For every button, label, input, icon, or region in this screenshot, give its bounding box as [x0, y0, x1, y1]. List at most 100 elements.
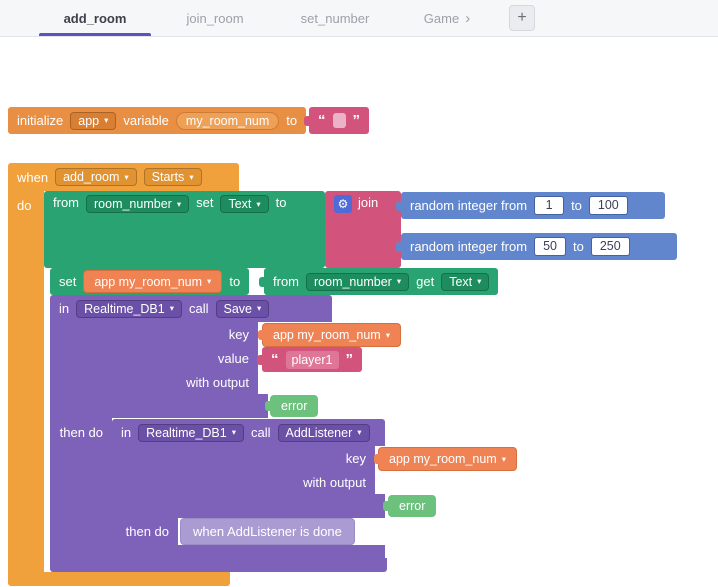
dropdown-arrow-icon: ▾: [477, 276, 482, 287]
param-label-with-output: with output: [186, 374, 249, 390]
tab-game[interactable]: Game ›: [395, 0, 499, 36]
dropdown-arrow-icon: ▾: [124, 171, 129, 182]
db-save-block-header[interactable]: in Realtime_DB1 ▾ call Save ▾: [50, 295, 332, 322]
set-variable-block[interactable]: set app my_room_num ▾ to: [50, 268, 250, 295]
random-integer-block[interactable]: random integer from 1 to 100: [401, 192, 665, 219]
param-row-with-output: with output: [112, 470, 375, 494]
addlistener-done-callback-block[interactable]: when AddListener is done: [180, 518, 355, 545]
empty-string-block[interactable]: “ ”: [309, 107, 369, 134]
dropdown-value: app my_room_num: [94, 274, 203, 289]
method-dropdown[interactable]: Save ▾: [215, 299, 270, 318]
dropdown-value: Text: [228, 197, 252, 211]
string-input-field[interactable]: player1: [285, 350, 339, 369]
param-label-key: key: [345, 450, 366, 466]
dropdown-arrow-icon: ▾: [176, 198, 182, 209]
param-row-key: key: [50, 322, 258, 346]
db-save-block-bottom: [50, 558, 387, 572]
db-save-block-body: key value with output: [50, 322, 258, 394]
keyword-do: do: [17, 198, 32, 213]
keyword-get: get: [416, 274, 435, 289]
component-dropdown[interactable]: Realtime_DB1 ▾: [76, 299, 182, 318]
random-integer-block[interactable]: random integer from 50 to 250: [401, 233, 677, 260]
dropdown-arrow-icon: ▾: [189, 171, 194, 182]
screen-tab-bar: add_room join_room set_number Game › +: [0, 0, 718, 37]
initialize-variable-block[interactable]: initialize app ▾ variable my_room_num to: [8, 107, 307, 134]
keyword-join: join: [358, 195, 379, 210]
param-row-value: value: [50, 346, 258, 370]
param-row-key: key: [112, 446, 375, 470]
mutator-gear-icon[interactable]: ⚙: [334, 195, 352, 213]
dropdown-value: room_number: [314, 274, 392, 289]
open-quote-icon: “: [318, 112, 326, 129]
active-tab-underline: [39, 33, 151, 36]
max-value-field[interactable]: 250: [590, 237, 630, 256]
dropdown-value: AddListener: [285, 425, 353, 440]
property-dropdown[interactable]: Text ▾: [441, 272, 490, 291]
tab-label: join_room: [186, 10, 244, 26]
variable-name-field[interactable]: my_room_num: [175, 111, 280, 130]
event-dropdown[interactable]: Starts ▾: [143, 168, 202, 186]
close-quote-icon: ”: [352, 112, 361, 129]
dropdown-arrow-icon: ▾: [396, 276, 402, 287]
dropdown-arrow-icon: ▾: [385, 329, 390, 340]
keyword-to: to: [286, 113, 298, 128]
keyword-call: call: [251, 425, 271, 440]
tab-label: Game: [423, 10, 460, 26]
dropdown-arrow-icon: ▾: [257, 303, 262, 314]
dropdown-arrow-icon: ▾: [104, 115, 109, 126]
output-variable-block[interactable]: error: [388, 495, 437, 517]
open-quote-icon: “: [271, 351, 279, 368]
tab-join-room[interactable]: join_room: [155, 0, 275, 36]
dropdown-value: room_number: [94, 197, 172, 211]
keyword-random-integer-from: random integer from: [410, 198, 528, 213]
screen-dropdown[interactable]: add_room ▾: [55, 168, 137, 186]
keyword-from: from: [273, 274, 299, 289]
when-screen-starts-block[interactable]: when add_room ▾ Starts ▾: [8, 163, 239, 191]
dropdown-value: app my_room_num: [273, 328, 381, 342]
variable-getter-block[interactable]: app my_room_num ▾: [262, 323, 401, 347]
min-value-field[interactable]: 50: [534, 237, 566, 256]
dropdown-arrow-icon: ▾: [207, 276, 212, 287]
min-value-field[interactable]: 1: [534, 196, 565, 215]
property-dropdown[interactable]: Text ▾: [220, 195, 269, 213]
dropdown-value: add_room: [63, 170, 120, 184]
keyword-when: when: [17, 169, 49, 185]
dropdown-value: Starts: [151, 170, 185, 184]
tab-label: set_number: [300, 10, 370, 26]
keyword-then-do: then do: [125, 524, 169, 539]
keyword-set: set: [196, 195, 214, 210]
add-screen-button[interactable]: +: [509, 5, 535, 31]
close-quote-icon: ”: [345, 351, 354, 368]
method-dropdown[interactable]: AddListener ▾: [277, 423, 370, 442]
callback-label: when AddListener is done: [193, 524, 342, 539]
keyword-in: in: [59, 301, 70, 316]
from-get-text-block[interactable]: from room_number ▾ get Text ▾: [264, 268, 499, 295]
join-block[interactable]: ⚙ join: [325, 191, 401, 268]
when-block-left-spine: [8, 191, 44, 572]
max-value-field[interactable]: 100: [588, 196, 628, 215]
variable-getter-block[interactable]: app my_room_num ▾: [378, 447, 517, 471]
db-addlistener-block-body: key with output: [112, 446, 375, 494]
db-addlistener-block-header[interactable]: in Realtime_DB1 ▾ call AddListener ▾: [112, 419, 385, 446]
keyword-initialize: initialize: [17, 113, 64, 128]
component-dropdown[interactable]: room_number ▾: [306, 272, 410, 291]
keyword-random-integer-from: random integer from: [410, 239, 528, 254]
component-dropdown[interactable]: room_number ▾: [86, 195, 190, 213]
output-variable-label: error: [399, 499, 426, 513]
output-variable-block[interactable]: error: [270, 395, 319, 417]
output-variable-label: error: [281, 399, 308, 413]
keyword-to: to: [571, 198, 582, 213]
keyword-to: to: [572, 239, 584, 254]
keyword-to: to: [275, 195, 287, 210]
variable-scope-dropdown[interactable]: app ▾: [70, 111, 117, 130]
keyword-call: call: [189, 301, 209, 316]
string-input-field[interactable]: [332, 113, 346, 128]
dropdown-arrow-icon: ▾: [357, 427, 362, 438]
component-dropdown[interactable]: Realtime_DB1 ▾: [138, 423, 244, 442]
from-set-text-block[interactable]: from room_number ▾ set Text ▾ to: [44, 191, 325, 268]
tab-add-room[interactable]: add_room: [35, 0, 155, 36]
tab-set-number[interactable]: set_number: [275, 0, 395, 36]
variable-dropdown[interactable]: app my_room_num ▾: [83, 270, 223, 293]
dropdown-arrow-icon: ▾: [169, 303, 174, 314]
string-value-block[interactable]: “ player1 ”: [262, 347, 362, 372]
